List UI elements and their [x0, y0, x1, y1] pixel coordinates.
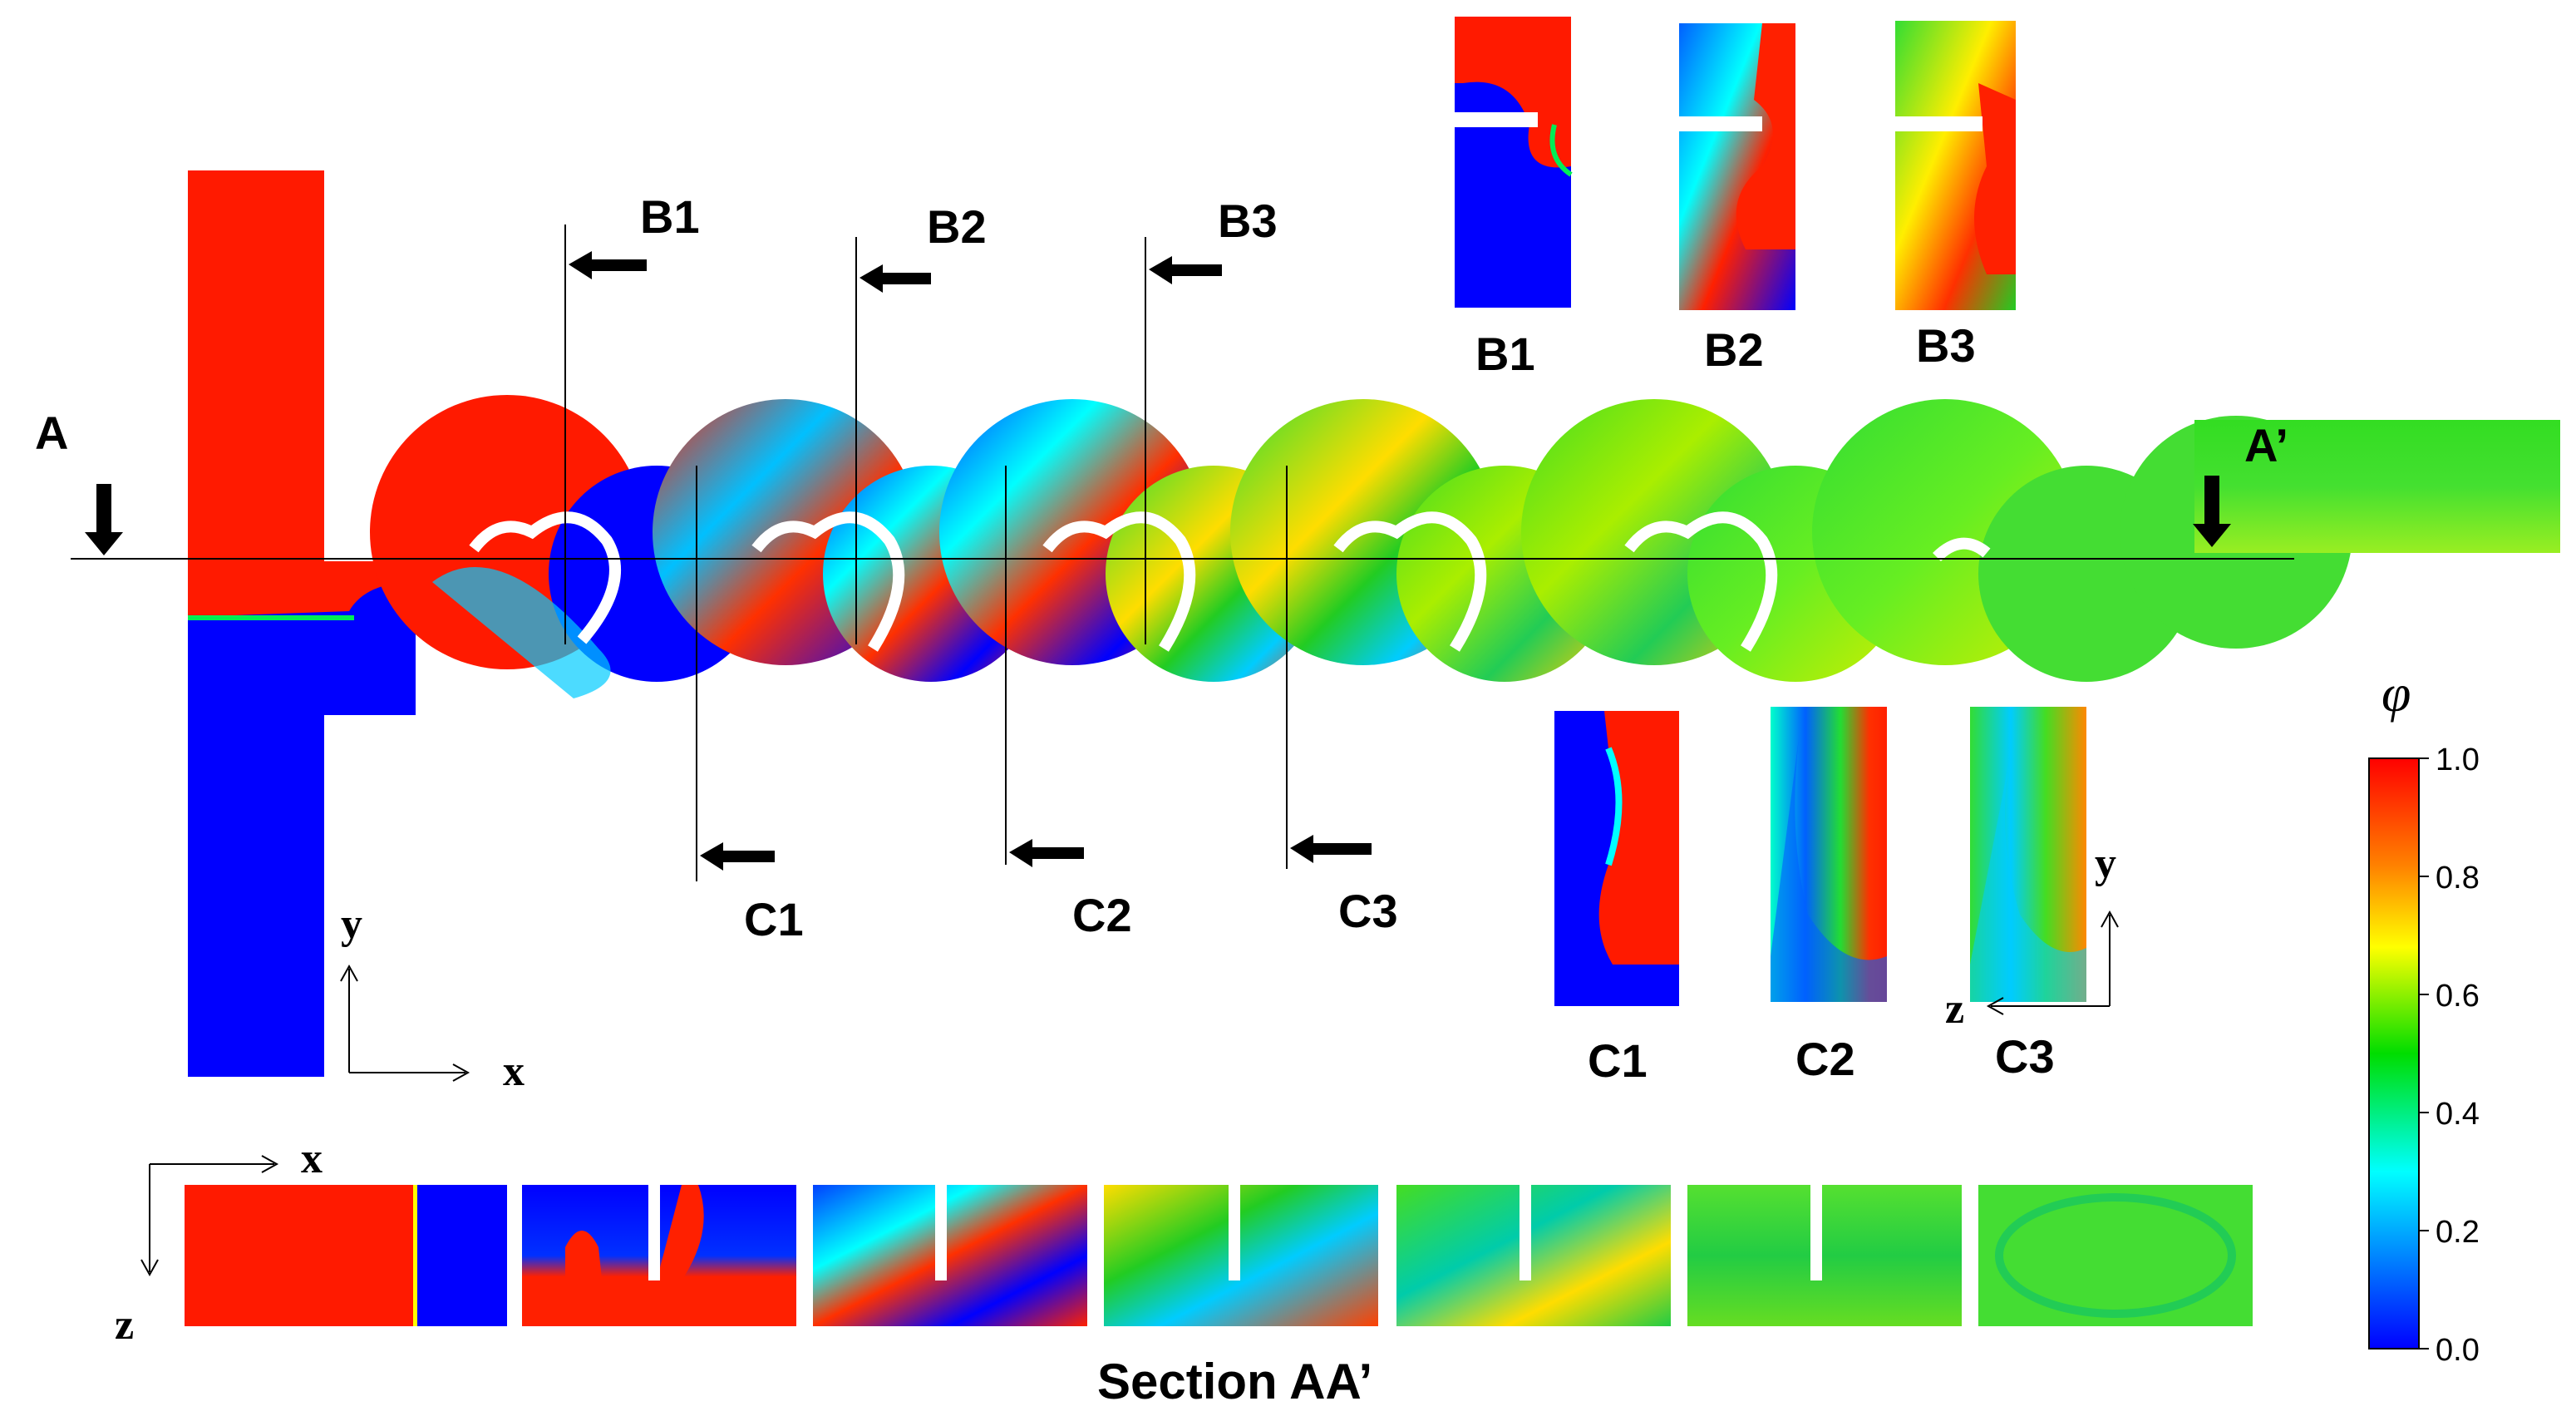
label-a: A — [35, 407, 68, 459]
label-c2: C2 — [1072, 889, 1132, 941]
aa-panel-4 — [813, 1185, 1087, 1326]
arrow-b1 — [569, 251, 647, 279]
aa-panel-3 — [522, 1185, 796, 1326]
inset-c3 — [1970, 707, 2086, 1002]
mixer-channel: A A’ B1 B2 B3 C1 C2 C3 y x — [35, 170, 2560, 1095]
colorbar-tick-label: 0.8 — [2436, 861, 2480, 896]
arrow-c1 — [700, 842, 775, 871]
arrow-b3 — [1149, 256, 1222, 284]
inset-label-b1: B1 — [1475, 328, 1535, 380]
label-a-prime: A’ — [2244, 419, 2288, 471]
colorbar: φ 1.0 0.8 0.6 0.4 0.2 0.0 — [2368, 664, 2480, 1368]
colorbar-symbol: φ — [2381, 664, 2411, 723]
inset-c2 — [1771, 707, 1887, 1002]
inset-label-c1: C1 — [1588, 1034, 1648, 1087]
aa-axis-z: z — [115, 1301, 134, 1349]
colorbar-tick-label: 1.0 — [2436, 743, 2480, 777]
label-c3: C3 — [1338, 885, 1398, 937]
inset-b1 — [1455, 17, 1573, 308]
outlet-channel — [2194, 420, 2560, 553]
aa-panel-7 — [1687, 1185, 1962, 1326]
colorbar-tick-label: 0.6 — [2436, 979, 2480, 1014]
b-insets: B1 B2 B3 — [1455, 17, 2016, 380]
inset-label-c3: C3 — [1995, 1030, 2055, 1083]
inset-label-b3: B3 — [1916, 319, 1976, 372]
interface-line — [188, 615, 354, 620]
arrow-c2 — [1009, 839, 1084, 867]
inlet-bottom-blue — [188, 619, 324, 1077]
section-aa-strip: x z Section AA’ — [115, 1135, 2253, 1409]
aa-panel-5 — [1104, 1185, 1378, 1326]
arrow-b2 — [859, 264, 931, 293]
c-axes — [1986, 910, 2119, 1015]
inset-label-b2: B2 — [1704, 323, 1764, 376]
colorbar-tick-label: 0.0 — [2436, 1333, 2480, 1368]
inlet-junction-red — [188, 561, 416, 617]
inset-label-c2: C2 — [1795, 1033, 1855, 1085]
aa-panel-2 — [416, 1185, 507, 1326]
colorbar-tick-label: 0.2 — [2436, 1215, 2480, 1250]
arrow-a — [85, 484, 123, 555]
c-insets: C1 C2 C3 y z — [1554, 707, 2119, 1087]
baffles — [469, 511, 1991, 652]
aa-axes — [140, 1155, 279, 1277]
main-axis-y: y — [341, 901, 362, 948]
inset-b2 — [1679, 23, 1795, 310]
aa-axis-x: x — [301, 1135, 323, 1182]
section-aa-title: Section AA’ — [1097, 1354, 1372, 1409]
colorbar-ticks: 1.0 0.8 0.6 0.4 0.2 0.0 — [2419, 743, 2480, 1368]
c-axis-z: z — [1945, 985, 1964, 1033]
label-b1: B1 — [640, 190, 700, 243]
label-c1: C1 — [744, 893, 804, 945]
main-axes — [340, 964, 470, 1082]
arrows — [85, 251, 2231, 871]
aa-panel-8 — [1978, 1185, 2253, 1326]
arrow-c3 — [1290, 835, 1372, 863]
label-b3: B3 — [1218, 195, 1278, 247]
inlet-top-red — [188, 170, 324, 561]
inset-b3 — [1895, 21, 2016, 310]
arrow-a-prime — [2193, 476, 2231, 547]
colorbar-gradient — [2368, 757, 2420, 1350]
inset-c1 — [1554, 711, 1679, 1006]
aa-panel-6 — [1396, 1185, 1671, 1326]
label-b2: B2 — [927, 200, 987, 253]
main-axis-x: x — [503, 1048, 525, 1095]
colorbar-tick-label: 0.4 — [2436, 1097, 2480, 1132]
c-axis-y: y — [2095, 840, 2116, 887]
aa-panel-1 — [185, 1185, 413, 1326]
